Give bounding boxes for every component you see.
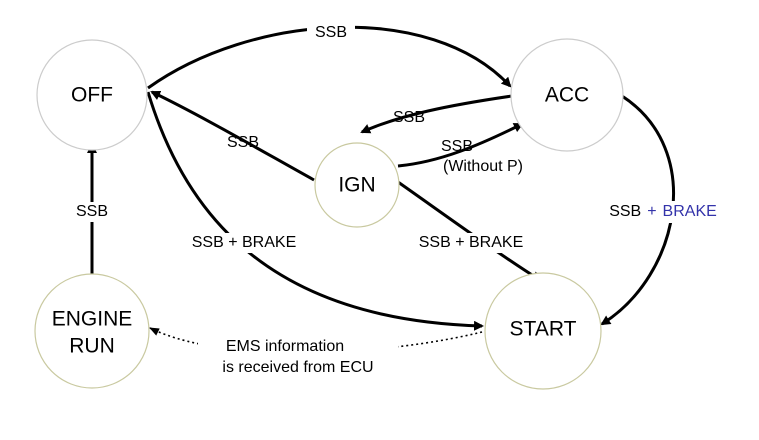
edge-label-acc-to-start: SSB + BRAKE [609, 203, 717, 220]
edge-label-ign-to-acc-line1: SSB [441, 138, 473, 155]
edge-acc-to-ign [360, 94, 513, 134]
edge-ign-to-start [397, 180, 542, 282]
state-start-label: START [510, 318, 577, 341]
edge-label-acc-to-start-ssb: SSB [609, 203, 641, 220]
edge-ign-to-off [150, 90, 315, 182]
edge-label-off-to-acc: SSB [315, 24, 347, 41]
label-bg-engine-run-to-off [64, 202, 120, 222]
edge-off-to-start [146, 91, 484, 331]
state-ign-circle [314, 142, 400, 228]
edge-label-acc-to-start-brake: BRAKE [663, 203, 717, 220]
edge-label-acc-to-ign: SSB [393, 109, 425, 126]
state-off-circle [36, 39, 148, 151]
edge-label-ign-to-start: SSB + BRAKE [419, 234, 524, 251]
label-bg-off-to-start [183, 233, 305, 253]
edge-label-ign-to-off: SSB [227, 134, 259, 151]
state-ign-label: IGN [338, 174, 375, 197]
edge-label-ign-to-acc-line2: (Without P) [443, 158, 523, 175]
label-bg-ign-to-start [408, 233, 534, 253]
edge-start-to-engine-run [149, 327, 483, 354]
state-engine-run-circle [34, 273, 150, 389]
edge-ign-to-acc [397, 122, 524, 168]
edge-label-acc-to-start-plus: + [647, 203, 656, 220]
label-bg-ems [198, 336, 398, 380]
state-acc-label: ACC [545, 84, 589, 107]
state-engine-run-label-line1: ENGINE [52, 308, 133, 331]
state-off-label: OFF [71, 84, 113, 107]
edge-label-ems-line2: is received from ECU [222, 359, 373, 376]
state-acc-circle [510, 38, 624, 152]
label-bg-acc-to-start [595, 201, 731, 223]
edge-label-off-to-start: SSB + BRAKE [192, 234, 297, 251]
edge-label-engine-run-to-off: SSB [76, 203, 108, 220]
state-start-circle [484, 272, 602, 390]
state-engine-run-label-line2: RUN [69, 335, 115, 358]
edge-label-ems-line1: EMS information [226, 338, 344, 355]
label-bg-off-to-acc [307, 23, 355, 43]
